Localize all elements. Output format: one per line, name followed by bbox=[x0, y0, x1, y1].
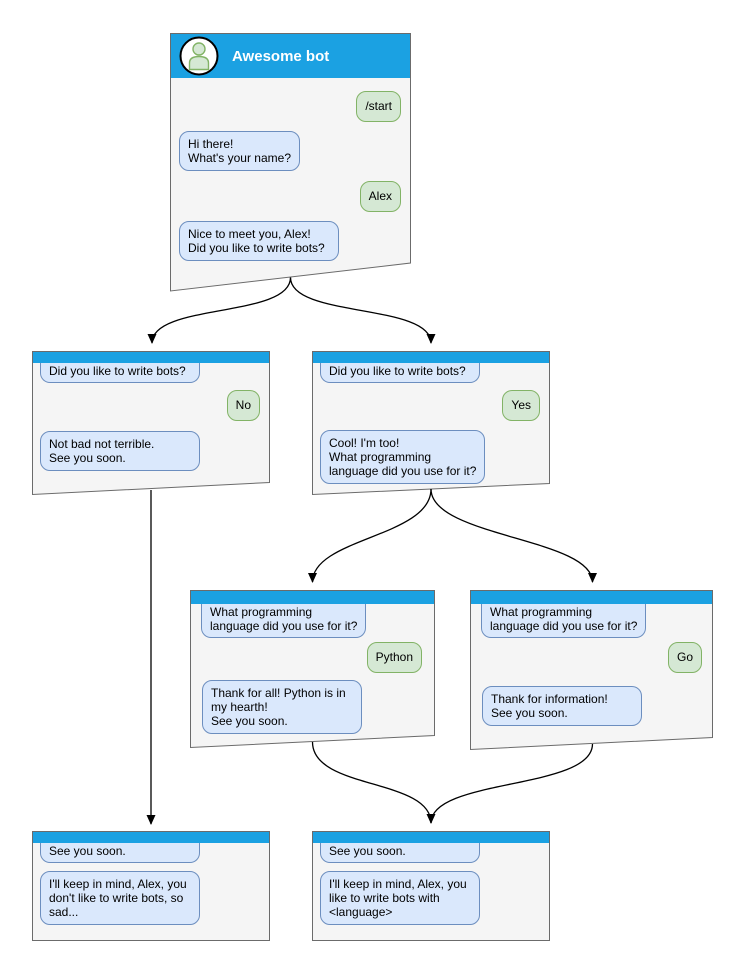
chat-node-branch-go: What programming language did you use fo… bbox=[470, 590, 713, 750]
edge-go-to-end bbox=[430, 743, 594, 824]
chat-node-branch-yes: Did you like to write bots? Yes Cool! I'… bbox=[312, 351, 550, 497]
message-bubble-user: Yes bbox=[502, 390, 540, 421]
message-bubble-bot: Did you like to write bots? bbox=[320, 363, 480, 383]
message-bubble-user: /start bbox=[356, 91, 401, 122]
chat-node-end-yes: See you soon. I'll keep in mind, Alex, y… bbox=[312, 831, 550, 941]
message-bubble-bot: Thank for information! See you soon. bbox=[482, 686, 642, 726]
message-bubble-bot: What programming language did you use fo… bbox=[481, 604, 647, 638]
bot-avatar-icon bbox=[179, 36, 219, 76]
message-bubble-bot: Did you like to write bots? bbox=[40, 363, 200, 383]
chat-node-branch-python: What programming language did you use fo… bbox=[190, 590, 435, 748]
message-bubble-bot: Thank for all! Python is in my hearth! S… bbox=[202, 680, 362, 734]
chat-header-bar bbox=[471, 591, 712, 604]
edge-yes-to-python bbox=[308, 488, 432, 583]
message-bubble-bot: I'll keep in mind, Alex, you don't like … bbox=[40, 871, 200, 925]
chat-header-bar bbox=[191, 591, 434, 604]
chat-header-bar bbox=[33, 832, 269, 843]
message-bubble-user: Python bbox=[366, 642, 422, 673]
message-bubble-bot: Not bad not terrible. See you soon. bbox=[40, 431, 200, 471]
message-bubble-user: No bbox=[226, 390, 260, 421]
chat-header-bar bbox=[313, 832, 549, 843]
chat-header-bar bbox=[33, 352, 269, 363]
message-bubble-bot: What programming language did you use fo… bbox=[201, 604, 367, 638]
message-bubble-bot: Hi there! What's your name? bbox=[179, 131, 301, 171]
chat-header-bar bbox=[313, 352, 549, 363]
edge-main-to-no bbox=[147, 277, 292, 344]
message-bubble-bot: See you soon. bbox=[40, 843, 200, 863]
chat-header: Awesome bot bbox=[171, 34, 410, 78]
edge-main-to-yes bbox=[289, 277, 436, 344]
message-bubble-bot: I'll keep in mind, Alex, you like to wri… bbox=[320, 871, 480, 925]
chat-node-branch-no: Did you like to write bots? No Not bad n… bbox=[32, 351, 270, 497]
message-bubble-user: Go bbox=[667, 642, 702, 673]
message-bubble-bot: See you soon. bbox=[320, 843, 480, 863]
edge-yes-to-go bbox=[430, 488, 597, 583]
edge-python-to-end bbox=[311, 741, 436, 824]
bot-name-title: Awesome bot bbox=[232, 47, 330, 65]
message-bubble-bot: Nice to meet you, Alex! Did you like to … bbox=[179, 221, 339, 261]
message-bubble-user: Alex bbox=[359, 181, 401, 212]
chat-node-awesome-bot: Awesome bot /start Hi there! What's your… bbox=[170, 33, 411, 291]
chat-node-end-no: See you soon. I'll keep in mind, Alex, y… bbox=[32, 831, 270, 941]
message-bubble-bot: Cool! I'm too! What programming language… bbox=[320, 430, 486, 484]
